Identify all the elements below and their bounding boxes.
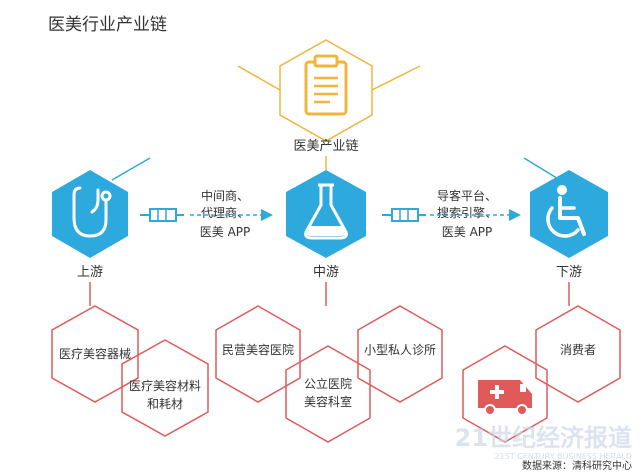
item-private-clinic: 小型私人诊所 [364,343,436,357]
item-private-hospital: 民营美容医院 [222,342,294,357]
clipboard-icon [304,54,348,116]
connector-2-line-2: 搜索引擎、 [437,205,497,220]
item-materials-line-2: 和耗材 [147,397,183,411]
flask-liquid [306,226,346,236]
page-title: 医美行业产业链 [48,15,167,35]
hex-medical-devices [51,305,139,403]
hex-public-hospital [285,345,371,443]
item-public-hospital-line-2: 美容科室 [304,394,352,409]
midstream-items: 民营美容医院 小型私人诊所 公立医院 美容科室 [215,305,443,443]
center-line-left [237,65,281,91]
stage-label-upstream: 上游 [77,265,103,280]
watermark-sub: 21ST CENTURY BUSINESS HERALD [495,452,632,461]
downstream-hexagon [530,170,608,258]
downstream-items: 消费者 [462,305,621,443]
center-node: 医美产业链 [237,39,421,170]
connector-2-line-3: 医美 APP [442,225,493,239]
syringe-icon [382,208,426,222]
source-note: 数据来源：清科研究中心 [522,459,632,472]
hex-private-clinic [357,305,443,403]
center-label: 医美产业链 [293,139,358,154]
item-public-hospital-line-1: 公立医院 [304,376,352,391]
syringe-icon [140,208,184,222]
deco-line-right [523,157,561,181]
hex-consumers [535,305,621,403]
connector-1-line-2: 代理商、 [201,205,249,220]
item-medical-devices: 医疗美容器械 [59,346,131,361]
item-consumers: 消费者 [560,343,596,357]
connector-up-mid: 中间商、 代理商、 医美 APP [140,188,273,239]
stage-label-downstream: 下游 [556,265,582,280]
deco-line-left [111,157,151,181]
item-materials-line-1: 医疗美容材料 [129,378,201,393]
stage-upstream: 上游 [52,170,128,306]
hex-ambulance [462,345,548,443]
stethoscope-icon [72,186,112,238]
center-line-right [371,65,421,91]
stage-downstream: 下游 [530,170,608,306]
wheelchair-icon [546,185,586,238]
connector-1-line-1: 中间商、 [201,188,249,203]
upstream-items: 医疗美容器械 医疗美容材料 和耗材 [51,305,209,437]
center-hexagon [279,39,373,142]
connector-2-line-1: 导客平台、 [437,188,497,203]
hex-materials [121,339,209,437]
midstream-hexagon [286,170,366,258]
upstream-hexagon [52,170,128,258]
stage-midstream: 中游 [286,170,366,306]
connector-mid-down: 导客平台、 搜索引擎、 医美 APP [382,188,521,239]
watermark: 21世纪经济报道 [455,424,632,452]
hex-private-hospital [215,305,301,403]
flask-icon [304,183,348,240]
ambulance-icon [478,380,532,416]
connector-1-line-3: 医美 APP [200,225,251,239]
stage-label-midstream: 中游 [313,265,339,280]
